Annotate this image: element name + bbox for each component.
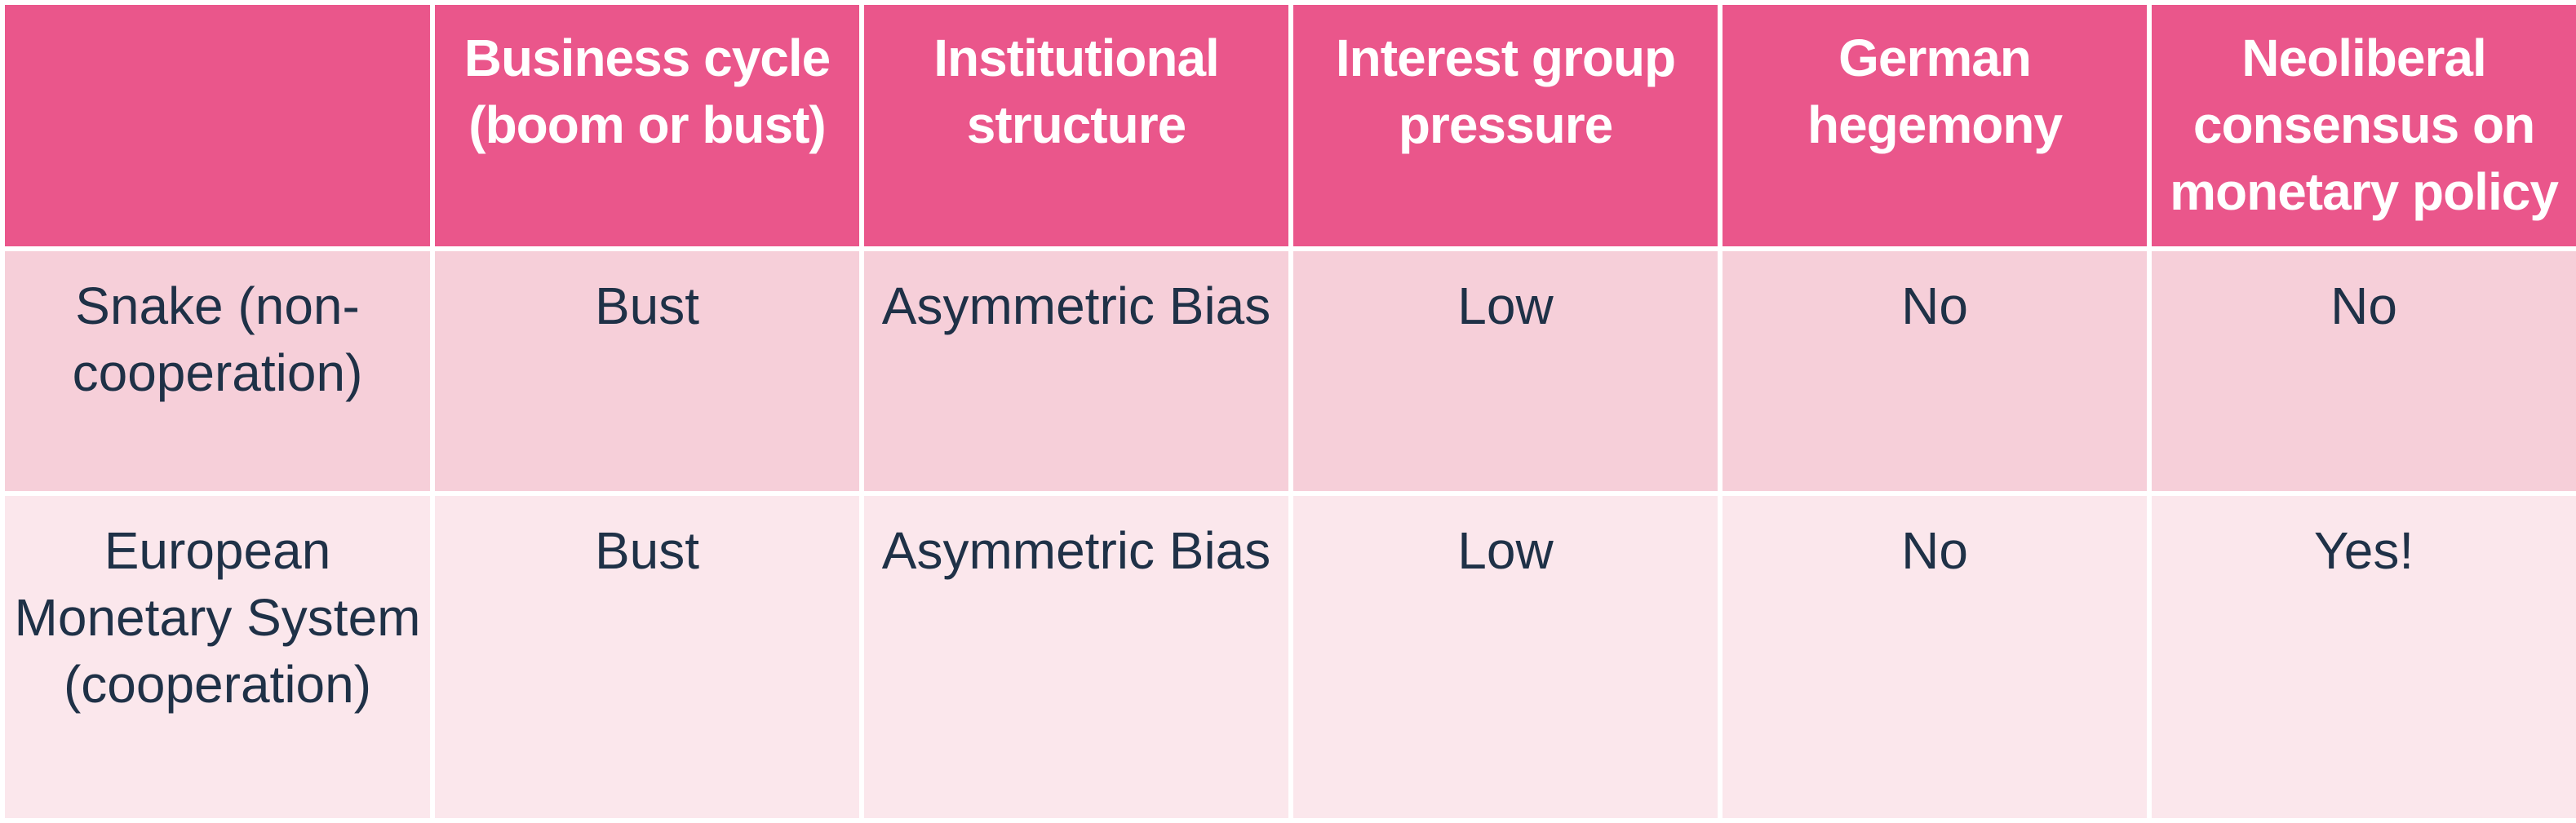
table-cell: Asymmetric Bias [859,246,1293,496]
table-cell: No [1718,246,2152,496]
header-corner-cell [0,0,435,251]
table-cell: Yes! [2147,491,2576,823]
header-german-hegemony: German hegemony [1718,0,2152,251]
header-business-cycle: Business cycle (boom or bust) [430,0,864,251]
row-label: Snake (non-cooperation) [0,246,435,496]
table-cell: No [1718,491,2152,823]
header-interest-group-pressure: Interest group pressure [1288,0,1723,251]
header-row: Business cycle (boom or bust) Institutio… [0,0,2576,251]
table-row: European Monetary System (cooperation) B… [0,491,2576,823]
table-cell: Bust [430,491,864,823]
table-cell: Bust [430,246,864,496]
table-cell: Asymmetric Bias [859,491,1293,823]
table-cell: Low [1288,491,1723,823]
table-cell: No [2147,246,2576,496]
row-label: European Monetary System (cooperation) [0,491,435,823]
header-neoliberal-consensus: Neoliberal consensus on monetary policy [2147,0,2576,251]
table-cell: Low [1288,246,1723,496]
table-row: Snake (non-cooperation) Bust Asymmetric … [0,246,2576,496]
header-institutional-structure: Institutional structure [859,0,1293,251]
